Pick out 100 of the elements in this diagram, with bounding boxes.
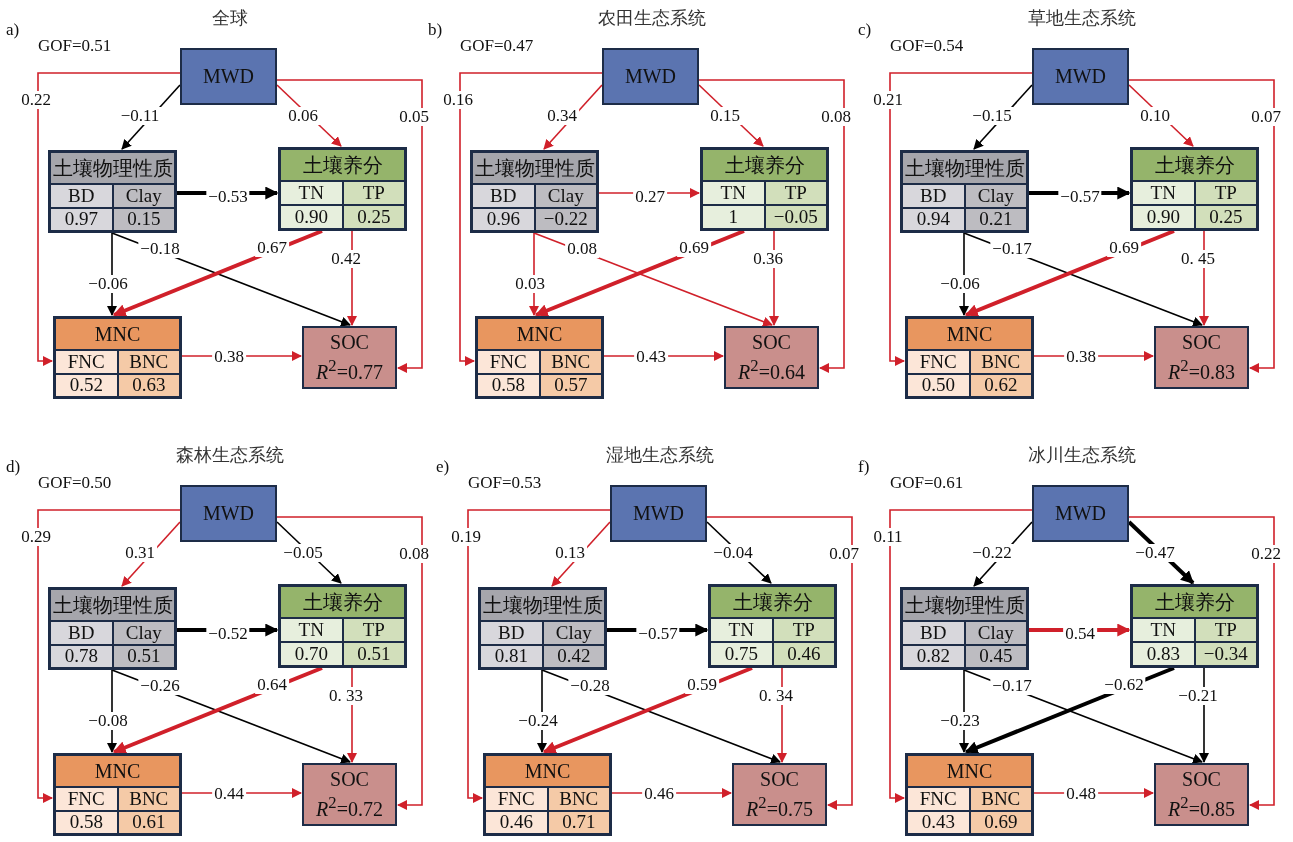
table-cell: TP bbox=[1194, 181, 1257, 205]
table-cell: TN bbox=[1132, 618, 1195, 642]
box-label: SOC bbox=[760, 768, 799, 792]
table-cell: TP bbox=[772, 618, 835, 642]
edge-label: 0. 34 bbox=[757, 687, 795, 705]
edge-label: 0.15 bbox=[708, 107, 742, 125]
table-cell: TN bbox=[710, 618, 773, 642]
table-cell: TN bbox=[280, 618, 343, 642]
panel-title: 森林生态系统 bbox=[176, 446, 284, 464]
edge-label: 0.08 bbox=[565, 240, 599, 258]
variable-box bbox=[302, 763, 397, 826]
edge-label: 0.36 bbox=[751, 250, 785, 268]
table-cell: 0.78 bbox=[50, 644, 113, 668]
header-cell: MNC bbox=[907, 318, 1032, 350]
table-cell: 0.50 bbox=[907, 373, 970, 397]
edge-label: −0.05 bbox=[281, 544, 325, 562]
table-cell: 0.46 bbox=[772, 642, 835, 666]
table-cell: Clay bbox=[542, 621, 605, 645]
variable-box bbox=[475, 316, 604, 399]
panel-title: 湿地生态系统 bbox=[606, 446, 714, 464]
table-cell: BD bbox=[472, 184, 535, 208]
edge-label: −0.17 bbox=[990, 677, 1034, 695]
header-cell: 土壤养分 bbox=[280, 149, 405, 181]
header-cell: 土壤物理性质 bbox=[50, 589, 175, 621]
variable-box bbox=[278, 584, 407, 668]
arrow bbox=[698, 79, 845, 373]
header-cell: 土壤养分 bbox=[1132, 586, 1257, 618]
edge-label: −0.04 bbox=[711, 544, 755, 562]
table-cell: Clay bbox=[964, 621, 1027, 645]
table-cell: 0.58 bbox=[477, 373, 540, 397]
box-label: SOC bbox=[330, 331, 369, 355]
edge-label: 0. 45 bbox=[1179, 250, 1217, 268]
table-cell: 0.82 bbox=[902, 644, 965, 668]
edge-label: 0.13 bbox=[553, 544, 587, 562]
edge-label: 0.64 bbox=[255, 676, 289, 694]
table-cell: 0.52 bbox=[55, 373, 118, 397]
edge-label: −0.08 bbox=[86, 712, 130, 730]
table-cell: BD bbox=[902, 184, 965, 208]
r-squared-label: R$^{2}$=0.75 bbox=[746, 792, 813, 821]
table-cell: 0.97 bbox=[50, 207, 113, 231]
box-label: SOC bbox=[752, 331, 791, 355]
edge-label: 0.03 bbox=[513, 275, 547, 293]
variable-box: MWD bbox=[180, 48, 277, 105]
variable-box bbox=[905, 753, 1034, 836]
table-cell: 0.25 bbox=[342, 205, 405, 229]
edge-label: −0.26 bbox=[138, 677, 182, 695]
r-squared-label: R$^{2}$=0.85 bbox=[1168, 792, 1235, 821]
table-cell: 0.75 bbox=[710, 642, 773, 666]
variable-box bbox=[1154, 326, 1249, 389]
edge-label: −0.24 bbox=[516, 712, 560, 730]
variable-box bbox=[302, 326, 397, 389]
table-cell: 0.43 bbox=[907, 810, 970, 834]
variable-box: MWD bbox=[180, 485, 277, 542]
edge-label: −0.23 bbox=[938, 712, 982, 730]
edge-label: 0.21 bbox=[871, 91, 905, 109]
arrow bbox=[459, 72, 603, 366]
edge-label: 0.34 bbox=[545, 107, 579, 125]
table-cell: FNC bbox=[907, 350, 970, 374]
panel-title: 冰川生态系统 bbox=[1028, 446, 1136, 464]
header-cell: 土壤养分 bbox=[710, 586, 835, 618]
table-cell: Clay bbox=[112, 184, 175, 208]
table-cell: TP bbox=[342, 181, 405, 205]
header-cell: 土壤养分 bbox=[1132, 149, 1257, 181]
table-cell: FNC bbox=[477, 350, 540, 374]
table-cell: FNC bbox=[55, 350, 118, 374]
header-cell: MNC bbox=[485, 755, 610, 787]
variable-box: MWD bbox=[1032, 485, 1129, 542]
edge-label: 0.06 bbox=[286, 107, 320, 125]
header-cell: MNC bbox=[55, 318, 180, 350]
edge-label: 0.19 bbox=[449, 528, 483, 546]
table-cell: BD bbox=[902, 621, 965, 645]
edge-label: 0.31 bbox=[123, 544, 157, 562]
table-cell: TP bbox=[764, 181, 827, 205]
arrow bbox=[706, 516, 853, 810]
arrow bbox=[276, 79, 423, 373]
arrow bbox=[37, 509, 181, 803]
variable-box: MWD bbox=[602, 48, 699, 105]
arrow bbox=[1128, 79, 1275, 373]
arrow bbox=[889, 509, 1033, 803]
table-cell: 0.46 bbox=[485, 810, 548, 834]
table-cell: BD bbox=[50, 184, 113, 208]
edge-label: −0.18 bbox=[138, 240, 182, 258]
edge-label: −0.06 bbox=[86, 275, 130, 293]
table-cell: −0.05 bbox=[764, 205, 827, 229]
table-cell: BNC bbox=[539, 350, 602, 374]
variable-box bbox=[53, 753, 182, 836]
variable-box bbox=[483, 753, 612, 836]
edge-label: 0.42 bbox=[329, 250, 363, 268]
table-cell: 0.70 bbox=[280, 642, 343, 666]
variable-box bbox=[1154, 763, 1249, 826]
table-cell: BD bbox=[480, 621, 543, 645]
table-cell: BNC bbox=[969, 350, 1032, 374]
variable-box bbox=[700, 147, 829, 231]
edge-label: 0.29 bbox=[19, 528, 53, 546]
arrow bbox=[276, 516, 423, 810]
header-cell: 土壤物理性质 bbox=[480, 589, 605, 621]
table-cell: 1 bbox=[702, 205, 765, 229]
panel-letter: c) bbox=[858, 21, 872, 39]
table-cell: Clay bbox=[112, 621, 175, 645]
table-cell: 0.83 bbox=[1132, 642, 1195, 666]
